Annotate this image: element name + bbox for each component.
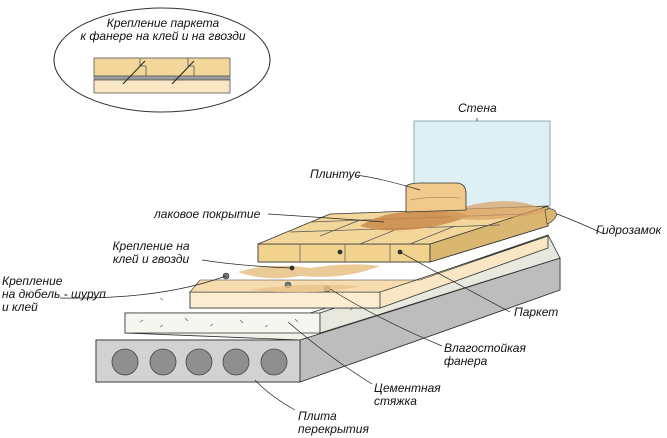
wall-label: Стена [458, 101, 497, 115]
screed-label: Цементная стяжка [374, 382, 441, 408]
glue-nails-line1: Крепление на [112, 239, 190, 253]
screed-line1: Цементная [374, 381, 441, 395]
floor-slab [95, 257, 561, 383]
waterproofing-seal [544, 208, 558, 225]
slab-line2: перекрытия [298, 422, 369, 436]
varnish-label: лаковое покрытие [154, 207, 261, 221]
slab-label: Плита перекрытия [298, 410, 369, 436]
dowel-line3: и клей [2, 300, 38, 314]
slab-line1: Плита [298, 409, 337, 423]
plywood-line2: фанера [444, 354, 488, 368]
slab-hollow-cores [111, 348, 288, 376]
plywood-layer [189, 235, 549, 309]
waterproofing-label: Гидрозамок [596, 223, 662, 237]
baseboard [405, 182, 467, 213]
baseboard-label: Плинтус [310, 167, 361, 181]
dowel-label: Крепление на дюбель - шуруп и клей [2, 275, 106, 314]
glue-nails-line2: клей и гвозди [112, 252, 190, 266]
plywood-line1: Влагостойкая [444, 341, 526, 355]
dowel-line2: на дюбель - шуруп [2, 287, 106, 301]
inset-parquet-fixing [53, 7, 271, 113]
varnish-coating [360, 201, 548, 231]
parquet-label: Паркет [514, 305, 559, 319]
inset-title: Крепление паркета к фанере на клей и на … [74, 17, 252, 43]
inset-title-line2: к фанере на клей и на гвозди [80, 29, 246, 43]
screed-line2: стяжка [374, 394, 417, 408]
inset-title-line1: Крепление паркета [106, 16, 220, 30]
leader-lines [59, 118, 605, 411]
dowel-line1: Крепление [2, 274, 63, 288]
glue-nails-label: Крепление на клей и гвозди [96, 240, 206, 266]
plywood-label: Влагостойкая фанера [444, 342, 526, 368]
